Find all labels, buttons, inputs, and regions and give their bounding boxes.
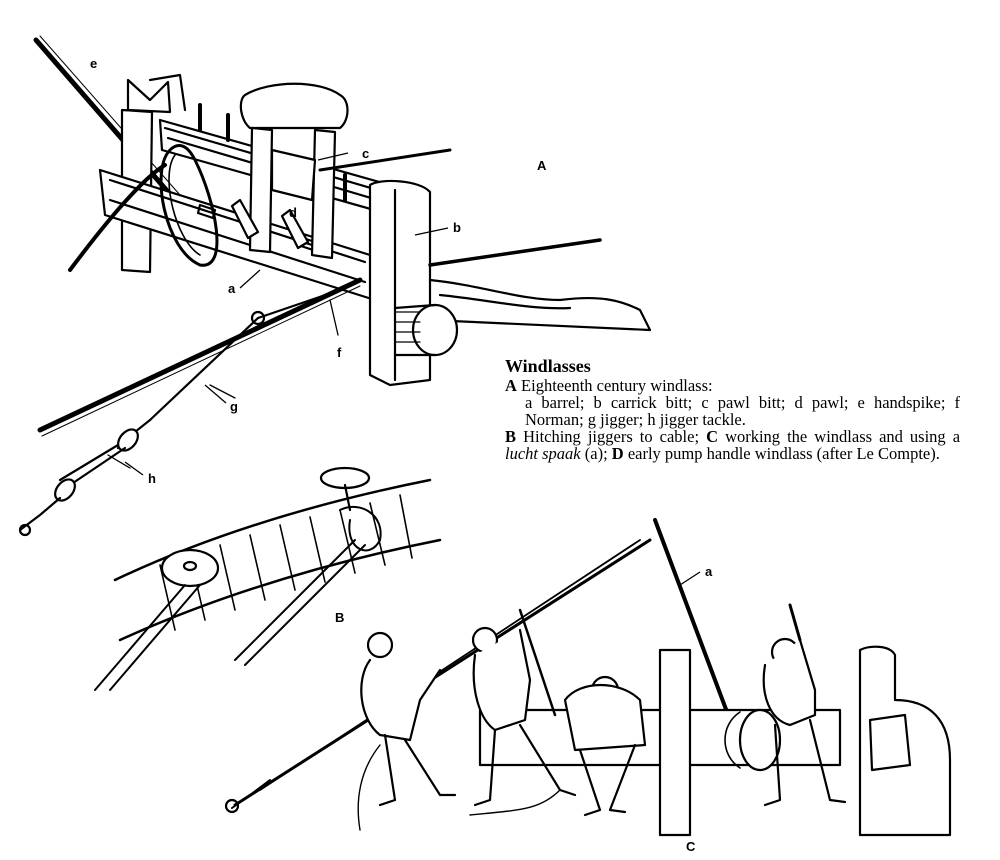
part-label-a: a: [228, 281, 236, 296]
part-label-h: h: [148, 471, 156, 486]
part-label-b: b: [453, 220, 461, 235]
part-label-e: e: [90, 56, 97, 71]
caption-d-letter: D: [612, 444, 624, 463]
part-label-d: d: [289, 205, 297, 220]
caption-a-line: A Eighteenth century windlass:: [505, 377, 960, 394]
figure-b-drawing: [95, 468, 440, 690]
caption-bcd-text: B Hitching jiggers to cable; C working t…: [505, 428, 960, 462]
caption-c-italic: lucht spaak: [505, 444, 581, 463]
part-label-c: c: [362, 146, 369, 161]
worker-1: [361, 633, 455, 805]
part-label-g: g: [230, 399, 238, 414]
fig-label-B: B: [335, 610, 344, 625]
caption-a-parts: a barrel; b carrick bitt; c pawl bitt; d…: [505, 394, 960, 428]
worker-3: [565, 677, 645, 815]
figure-caption: Windlasses A Eighteenth century windlass…: [505, 358, 960, 462]
fig-label-A: A: [537, 158, 547, 173]
figure-c-drawing: [226, 520, 950, 835]
caption-d-text: early pump handle windlass (after Le Com…: [628, 444, 940, 463]
worker-4: [764, 605, 845, 805]
fig-label-C: C: [686, 839, 696, 854]
caption-title: Windlasses: [505, 358, 960, 375]
caption-c-text-2: (a);: [585, 444, 608, 463]
part-label-f: f: [337, 345, 342, 360]
part-label-a-fig-c: a: [705, 564, 713, 579]
caption-a-letter: A: [505, 376, 517, 395]
